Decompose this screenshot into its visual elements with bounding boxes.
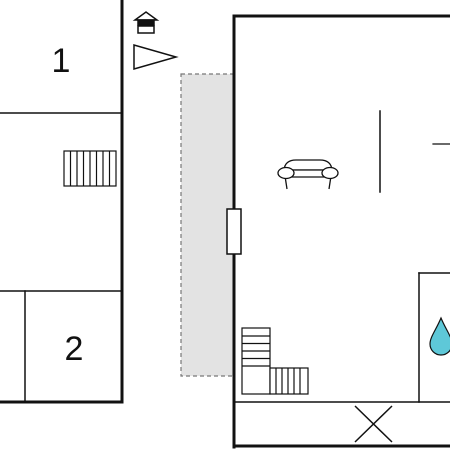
armchair-icon xyxy=(277,159,339,190)
terrace-area xyxy=(180,73,235,377)
room-1-label: 1 xyxy=(52,42,71,80)
left-building xyxy=(0,0,124,404)
stairs-icon-right xyxy=(241,327,309,395)
stairs-icon xyxy=(63,150,117,187)
triangle-arrow-icon xyxy=(133,44,179,70)
water-drop-icon xyxy=(429,316,450,356)
cross-icon xyxy=(354,405,393,443)
house-icon xyxy=(132,11,160,34)
room-2-label: 2 xyxy=(65,330,84,368)
door-element xyxy=(226,208,242,255)
